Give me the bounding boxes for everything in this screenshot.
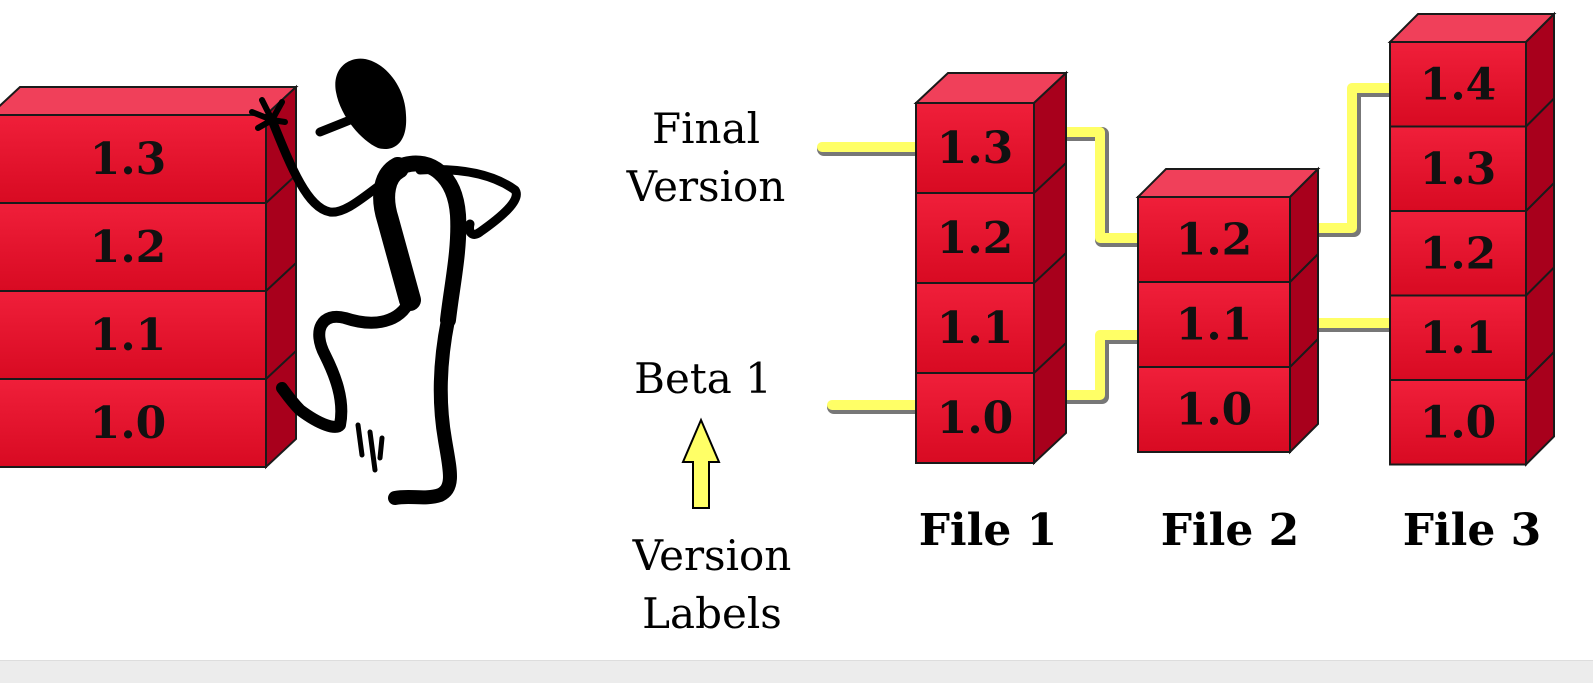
file-3-side-divider [1525,97,1555,128]
file-1-stack: 1.3 1.2 1.1 1.0 [913,70,1069,466]
file-2-side-divider [1289,338,1319,368]
stick-figure-illustration [249,58,521,505]
left-stack-side-divider [265,350,297,380]
file-labels: File 1 File 2 File 3 [919,505,1542,556]
file-3-side-divider [1525,266,1555,297]
file-3-stack: 1.4 1.3 1.2 1.1 1.0 [1387,11,1557,467]
figure-hat-brim [315,113,360,137]
file-3-side-divider [1525,182,1555,212]
left-stack-cell [0,378,267,468]
file-2-side-divider [1289,253,1319,283]
footer-bar [0,660,1593,683]
file-3-cell [1389,379,1527,466]
file-2-version-label: 1.0 [1176,385,1253,436]
file-3-cell [1389,41,1527,128]
file-2-cell [1137,366,1291,453]
left-stack-cell [0,114,267,204]
file-1-version-label: 1.0 [937,393,1014,444]
file-3-version-label: 1.3 [1420,144,1497,195]
figure-motion-lines [355,422,385,473]
file-2-side-face [1289,166,1319,455]
file-3-side-divider [1525,351,1555,381]
file-1-label: File 1 [919,505,1058,556]
file-2-label: File 2 [1161,505,1300,556]
figure-back-leg [388,313,457,505]
file-1-side-divider [1033,342,1067,374]
file-1-version-label: 1.1 [937,303,1014,354]
label-lines [817,83,1401,414]
beta-1-label: Beta 1 [634,354,772,403]
figure-head [335,58,407,150]
file-1-cell [915,192,1035,284]
file-3-side-face [1525,11,1555,467]
version-labels-caption-line1: Version [632,531,792,580]
version-labels-caption-line2: Labels [642,589,782,638]
file-3-version-label: 1.2 [1420,228,1497,279]
file-2-stack: 1.2 1.1 1.0 [1135,166,1321,455]
left-stack-side-divider [265,262,297,292]
file-1-cell [915,282,1035,374]
left-stack-version-label: 1.2 [90,222,167,273]
left-stack-version-label: 1.0 [90,398,167,449]
up-arrow-icon [681,417,721,509]
left-version-stack: 1.3 1.2 1.1 1.0 [0,84,299,470]
left-stack-version-label: 1.1 [90,310,167,361]
side-labels: Final Version Beta 1 Version Labels [626,104,792,638]
left-stack-side-divider [265,174,297,204]
file-2-cell [1137,196,1291,283]
beta-1-line [827,318,1401,414]
file-3-cell [1389,125,1527,212]
file-3-cell [1389,294,1527,381]
left-stack-cell [0,202,267,292]
file-2-version-label: 1.2 [1176,215,1253,266]
figure-raised-arm [267,115,403,217]
file-3-version-label: 1.4 [1420,59,1497,110]
file-1-cell [915,372,1035,464]
left-stack-version-label: 1.3 [90,134,167,185]
final-version-label-line1: Final [652,104,760,153]
figure-hand [249,97,288,131]
final-version-label-line2: Version [626,162,786,211]
file-3-version-label: 1.1 [1420,313,1497,364]
file-2-cell [1137,281,1291,368]
figure-body [373,157,421,311]
file-1-side-divider [1033,162,1067,194]
file-2-version-label: 1.1 [1176,300,1253,351]
figure-front-leg [276,294,416,433]
file-1-version-label: 1.3 [937,123,1014,174]
file-1-side-divider [1033,252,1067,284]
file-3-version-label: 1.0 [1420,397,1497,448]
file-2-top-face [1135,168,1321,198]
file-1-version-label: 1.2 [937,213,1014,264]
final-version-line [817,83,1401,247]
figure-back-arm [415,165,521,239]
file-3-label: File 3 [1403,505,1542,556]
